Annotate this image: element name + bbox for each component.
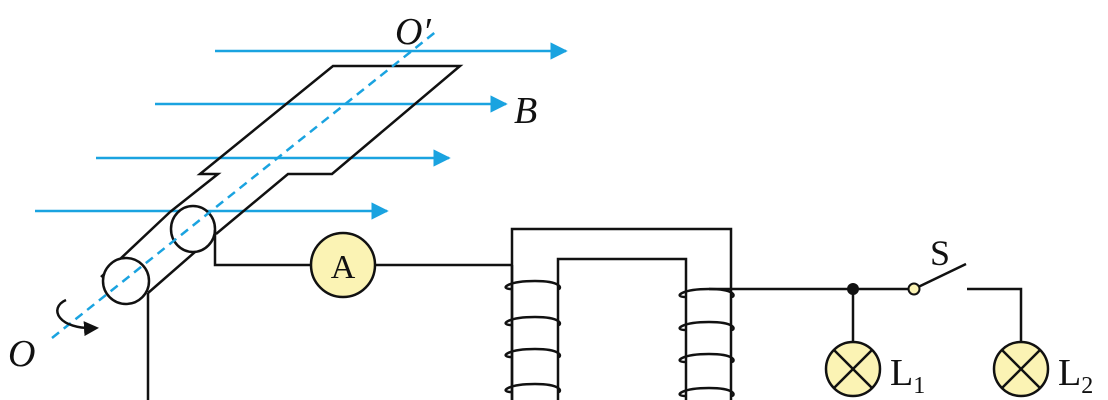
magnetic-field-lines: [35, 42, 568, 220]
slip-ring-upper: [169, 204, 217, 254]
junction-node: [847, 283, 859, 295]
axis-label-top: O′: [395, 11, 431, 53]
rotating-coil: [169, 64, 464, 235]
ammeter: A: [309, 231, 377, 299]
lamp-l2: [992, 340, 1050, 398]
transformer-core: [510, 227, 733, 400]
switch-s: S: [907, 233, 967, 296]
lamp-l2-label: L2: [1058, 352, 1093, 399]
axis-label-bottom: O: [8, 333, 35, 375]
secondary-coil: [678, 287, 735, 398]
rotation-axis: [51, 29, 439, 339]
slip-ring-lower: [101, 256, 151, 306]
lamp-l1-label: L1: [890, 352, 925, 399]
field-label: B: [514, 90, 537, 132]
lamp-l1: [824, 340, 882, 398]
ammeter-label: A: [331, 249, 356, 286]
secondary-circuit-wires: [709, 287, 1023, 342]
rotation-direction-arrow: [56, 298, 99, 337]
primary-coil: [504, 279, 562, 394]
switch-label: S: [930, 233, 950, 273]
